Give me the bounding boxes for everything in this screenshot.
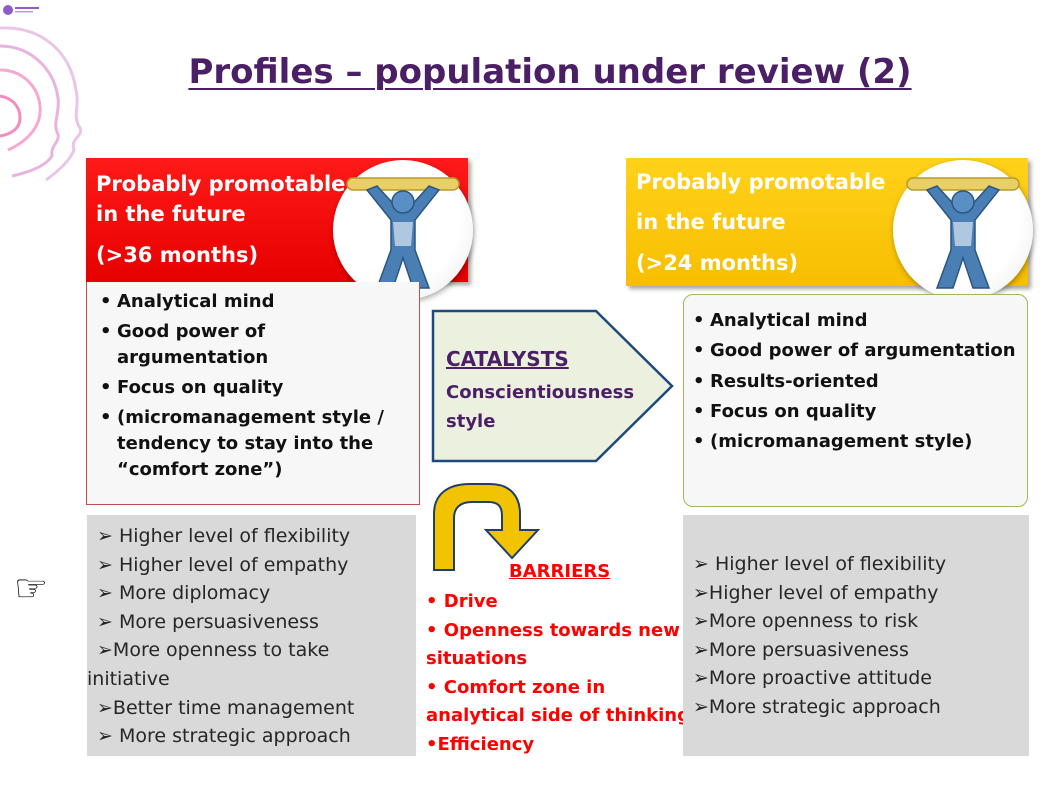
barrier-item: • Comfort zone in	[426, 676, 606, 698]
head-profile-icon	[0, 26, 83, 182]
right-traits-panel: Analytical mind Good power of argumentat…	[683, 294, 1028, 507]
right-improvement-item: ➢More proactive attitude	[693, 667, 932, 690]
company-logo-icon	[3, 5, 39, 15]
right-trait: Good power of argumentation	[684, 336, 1024, 367]
left-trait: Focus on quality	[91, 375, 409, 401]
right-improvements-panel: ➢ Higher level of flexibility ➢Higher le…	[683, 515, 1029, 756]
right-improvement-item: ➢More strategic approach	[693, 695, 941, 718]
right-improvement-item: ➢More persuasiveness	[693, 638, 909, 661]
right-header-line-1: Probably promotable	[636, 170, 886, 194]
barriers-list: • Drive • Openness towards new situation…	[426, 588, 690, 759]
weightlifter-icon	[346, 177, 460, 289]
left-improvement-item: ➢ More diplomacy	[97, 582, 271, 605]
catalysts-arrow-shape	[431, 309, 674, 463]
catalysts-line: Conscientiousness	[446, 382, 635, 403]
left-improvement-item: ➢ More persuasiveness	[97, 610, 319, 633]
left-improvement-item: ➢More openness to take	[97, 639, 330, 662]
right-header-line-3: (>24 months)	[636, 251, 799, 275]
left-improvement-item: ➢Better time management	[97, 696, 355, 719]
page-title: Profiles – population under review (2)	[188, 52, 912, 92]
left-header-line-2: in the future	[96, 202, 246, 226]
left-improvement-item: ➢ Higher level of empathy	[97, 553, 349, 576]
left-improvements-panel: ➢ Higher level of flexibility ➢ Higher l…	[87, 515, 416, 756]
right-improvement-item: ➢ Higher level of flexibility	[693, 553, 947, 575]
barriers-title: BARRIERS	[509, 561, 611, 582]
catalysts-title: CATALYSTS	[446, 347, 569, 371]
right-header-line-2: in the future	[636, 210, 786, 234]
pointing-hand-icon: ☞	[14, 566, 49, 610]
barrier-item: •Efficiency	[426, 733, 535, 755]
left-improvement-item: ➢ More strategic approach	[97, 725, 351, 748]
left-header-line-1: Probably promotable	[96, 172, 346, 196]
right-improvement-item: ➢More openness to risk	[693, 610, 919, 633]
catalysts-line: style	[446, 411, 496, 432]
weightlifter-icon	[906, 177, 1020, 289]
barrier-item: • Openness towards new	[426, 619, 680, 641]
barrier-item: • Drive	[426, 591, 498, 612]
left-trait: Analytical mind	[91, 289, 409, 315]
left-improvement-item: initiative	[87, 667, 170, 690]
right-trait: Results-oriented	[684, 367, 1024, 398]
left-header-line-3: (>36 months)	[96, 243, 259, 267]
right-figure-circle	[893, 160, 1033, 300]
right-trait: Analytical mind	[684, 306, 1024, 337]
left-improvement-item: ➢ Higher level of flexibility	[97, 525, 351, 547]
left-traits-panel: Analytical mind Good power of argumentat…	[86, 282, 420, 505]
right-trait: (micromanagement style)	[684, 427, 1024, 458]
right-improvement-item: ➢Higher level of empathy	[693, 581, 939, 604]
left-trait: (micromanagement style / tendency to sta…	[91, 405, 409, 483]
barrier-item: analytical side of thinking	[426, 705, 690, 726]
left-figure-circle	[333, 160, 473, 300]
left-trait: Good power of argumentation	[91, 319, 409, 371]
curved-arrow-icon	[433, 483, 541, 571]
right-trait: Focus on quality	[684, 397, 1024, 428]
barrier-item: situations	[426, 648, 528, 669]
catalysts-body: Conscientiousness style	[446, 378, 634, 436]
